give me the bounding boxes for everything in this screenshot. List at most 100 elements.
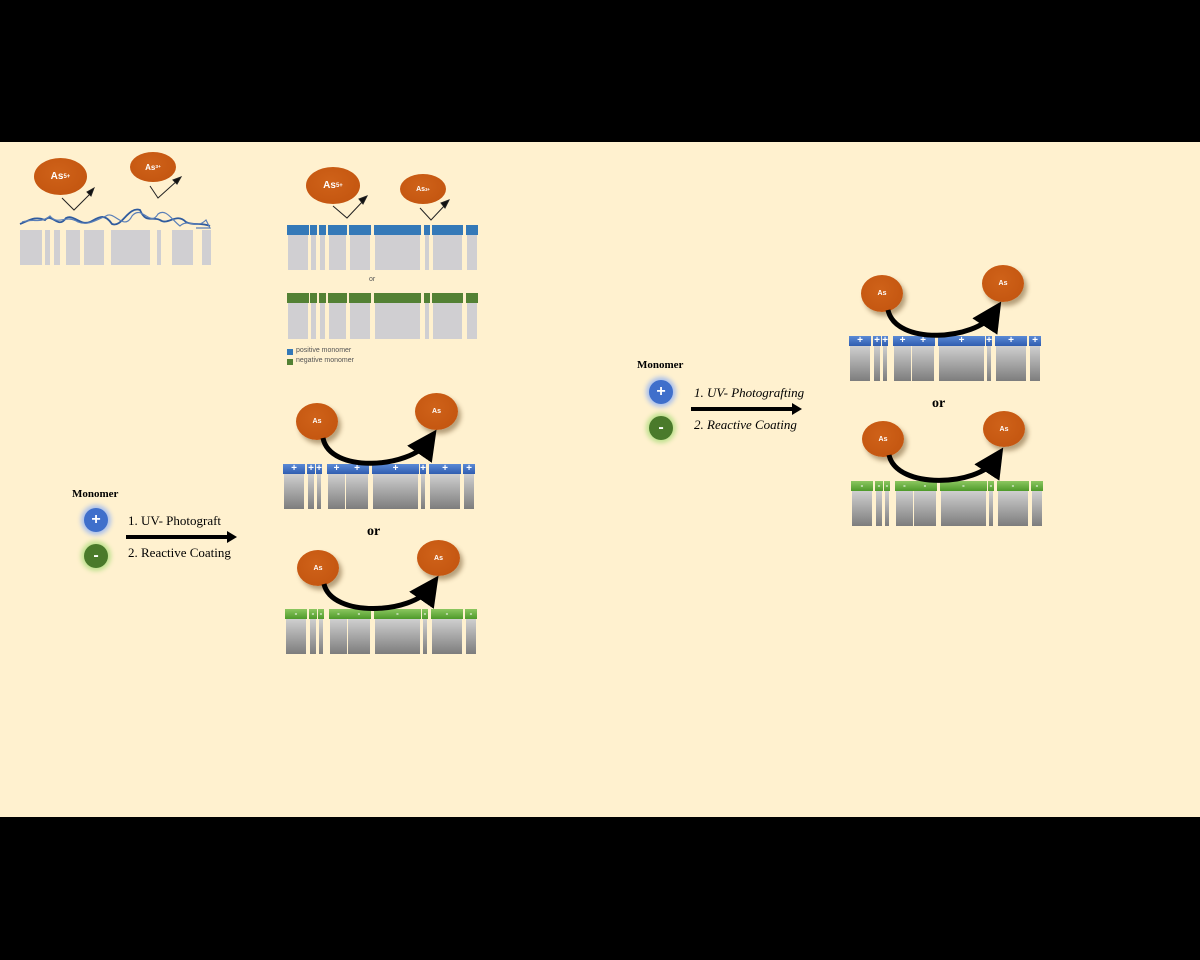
rejection-arrow-icon	[886, 447, 1004, 483]
membrane-pore	[1032, 491, 1042, 526]
positive-monomer-segment	[349, 225, 371, 235]
membrane-pore	[330, 619, 347, 654]
step-uv-photografting: 1. UV- Photografting	[694, 385, 805, 400]
negative-charge-cap: -	[285, 609, 307, 619]
polymer-chain	[19, 208, 211, 227]
positive-charge-cap: +	[986, 335, 992, 346]
membrane-pore	[466, 619, 476, 654]
membrane-pore	[202, 230, 211, 265]
membrane-pore	[54, 230, 60, 265]
negative-charge-cap: -	[988, 481, 994, 491]
legend-label-negative: negative monomer	[296, 357, 354, 364]
pass-through-arrow-icon	[149, 176, 183, 199]
arsenic-ion: As	[297, 550, 339, 586]
membrane-pore	[425, 303, 429, 339]
negative-monomer-segment	[319, 293, 326, 303]
monomer-title: Monomer	[72, 488, 119, 500]
membrane-pore	[375, 303, 420, 339]
membrane-pore	[84, 230, 104, 265]
negative-charge-cap: -	[347, 609, 371, 619]
pass-through-arrow-icon	[332, 195, 369, 219]
rejection-arrow-icon	[320, 429, 437, 466]
membrane-pore	[329, 235, 346, 270]
process-arrowhead-icon	[792, 403, 802, 415]
positive-charge-cap: +	[995, 336, 1027, 346]
arsenic-ion: As	[415, 393, 458, 430]
negative-monomer-icon: -	[649, 416, 673, 440]
positive-charge-cap: +	[873, 335, 881, 346]
rejection-arrows	[320, 301, 1004, 611]
positive-monomer-segment	[287, 225, 309, 235]
rejection-arrow-icon	[885, 301, 1002, 338]
negative-charge-cap: -	[329, 609, 348, 619]
membrane-pore	[20, 230, 42, 265]
positive-monomer-segment	[432, 225, 463, 235]
negative-charge-cap: -	[318, 609, 324, 619]
membrane-pore	[914, 491, 936, 526]
process-arrowhead-icon	[227, 531, 237, 543]
monomer-title: Monomer	[637, 359, 684, 371]
membrane-pore	[852, 491, 872, 526]
membrane-pore	[66, 230, 80, 265]
membrane-pore	[423, 619, 427, 654]
membrane-pore	[467, 303, 477, 339]
membrane-pore	[433, 303, 462, 339]
positive-charge-cap: +	[345, 464, 369, 474]
positive-charge-cap: +	[893, 336, 912, 346]
membrane-pore	[874, 346, 880, 381]
positive-charge-cap: +	[882, 335, 888, 346]
panel2-graphics	[332, 195, 451, 221]
positive-charge-cap: +	[1029, 336, 1041, 346]
negative-monomer-segment	[287, 293, 309, 303]
membrane-pore	[45, 230, 50, 265]
negative-charge-cap: -	[1031, 481, 1043, 491]
ion-charge: 5+	[63, 173, 71, 180]
legend-swatch-negative	[287, 359, 293, 365]
process-arrow-icon	[691, 407, 793, 411]
step-uv-photograft: 1. UV- Photograft	[128, 513, 222, 528]
panel1-graphics	[19, 176, 211, 229]
positive-charge-cap: +	[327, 464, 346, 474]
or-label: or	[367, 524, 381, 539]
membrane-pore	[373, 474, 418, 509]
negative-charge-cap: -	[895, 481, 914, 491]
positive-charge-cap: +	[307, 463, 315, 474]
membrane-pore	[996, 346, 1026, 381]
positive-charge-cap: +	[849, 336, 871, 346]
membrane-pore	[311, 235, 316, 270]
membrane-pore	[850, 346, 870, 381]
membrane-pore	[1030, 346, 1040, 381]
membrane-pore	[998, 491, 1028, 526]
arsenic-ion: As	[982, 265, 1024, 302]
membrane-pore	[328, 474, 345, 509]
negative-monomer-segment	[310, 293, 317, 303]
positive-charge-cap: +	[938, 336, 985, 346]
membrane-pore	[433, 235, 462, 270]
membrane-pore	[311, 303, 316, 339]
ion-label: As	[323, 180, 336, 191]
legend-label-positive: positive monomer	[296, 347, 352, 354]
positive-monomer-segment	[374, 225, 421, 235]
ion-charge: 3+	[155, 164, 161, 170]
negative-charge-cap: -	[309, 609, 317, 619]
membrane-pore	[286, 619, 306, 654]
negative-monomer-segment	[466, 293, 478, 303]
negative-monomer-segment	[432, 293, 463, 303]
ion-label: As	[50, 171, 64, 182]
ion-label: As	[416, 185, 426, 193]
negative-charge-cap: -	[884, 481, 890, 491]
membrane-pore	[989, 491, 993, 526]
membrane-pore	[430, 474, 460, 509]
membrane-pore	[896, 491, 913, 526]
membrane-pore	[876, 491, 882, 526]
membrane-pore	[317, 474, 321, 509]
ion-charge: 3+	[425, 186, 430, 192]
membrane-pore	[375, 619, 420, 654]
membrane-pore	[319, 619, 323, 654]
positive-charge-cap: +	[420, 463, 426, 474]
membrane-pore	[464, 474, 474, 509]
positive-monomer-icon: +	[84, 508, 108, 532]
positive-monomer-segment	[466, 225, 478, 235]
